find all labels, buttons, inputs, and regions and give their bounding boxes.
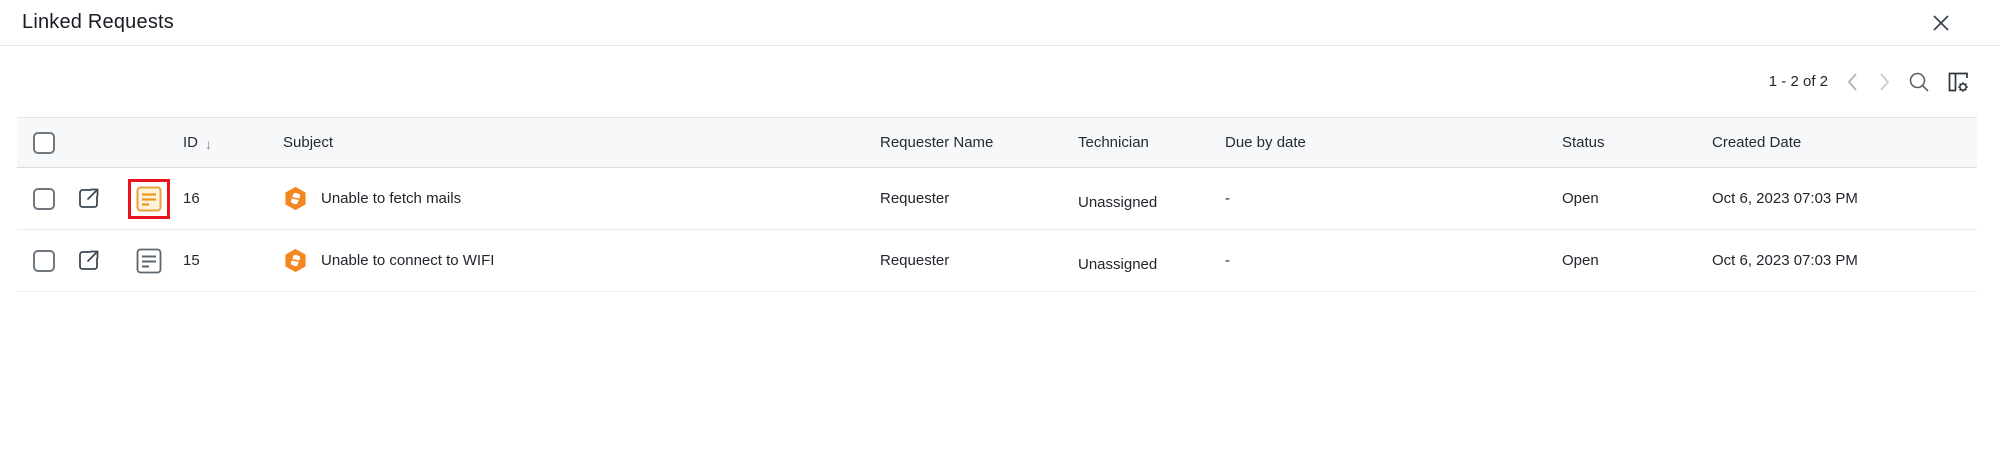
table-row: 15 Unable to connect to WIFI Requester U… (17, 230, 1977, 292)
modal-titlebar: Linked Requests (0, 0, 2000, 46)
request-id: 15 (183, 252, 200, 269)
table-toolbar: 1 - 2 of 2 (0, 46, 2000, 117)
due-by-date: - (1225, 252, 1230, 269)
request-hexagon-icon (285, 248, 306, 273)
row-checkbox[interactable] (33, 249, 55, 272)
document-icon[interactable] (136, 248, 162, 274)
column-header-requester[interactable]: Requester Name (880, 134, 994, 151)
close-icon[interactable] (1928, 10, 1954, 36)
sort-desc-icon[interactable]: ↓ (205, 135, 212, 152)
column-header-technician[interactable]: Technician (1078, 134, 1149, 151)
status-value: Open (1562, 190, 1599, 207)
pagination-range: 1 - 2 of 2 (1768, 73, 1828, 90)
status-value: Open (1562, 252, 1599, 269)
requester-name: Requester (880, 252, 950, 269)
chevron-left-icon[interactable] (1845, 71, 1861, 93)
requester-name: Requester (880, 190, 950, 207)
column-header-subject[interactable]: Subject (283, 134, 334, 151)
row-checkbox[interactable] (33, 187, 55, 210)
request-subject-link[interactable]: Unable to connect to WIFI (321, 252, 495, 269)
highlight-box (128, 178, 170, 219)
request-subject-link[interactable]: Unable to fetch mails (321, 190, 462, 207)
due-by-date: - (1225, 190, 1230, 207)
column-settings-icon[interactable] (1946, 70, 1970, 94)
column-header-id[interactable]: ID ↓ (183, 134, 212, 152)
linked-requests-table: ID ↓ Subject Requester Name Technician D… (17, 117, 1977, 292)
document-icon[interactable] (136, 186, 162, 212)
highlight-box (128, 241, 170, 281)
created-date: Oct 6, 2023 07:03 PM (1712, 190, 1858, 207)
page-title: Linked Requests (22, 11, 174, 33)
external-link-icon[interactable] (59, 247, 112, 274)
select-all-checkbox[interactable] (33, 131, 55, 154)
technician-value[interactable]: Unassigned (1078, 256, 1158, 273)
table-row: 16 Unable to fetch mails Requester Unass… (17, 168, 1977, 230)
chevron-right-icon[interactable] (1876, 71, 1892, 93)
request-id: 16 (183, 190, 200, 207)
column-header-due[interactable]: Due by date (1225, 134, 1306, 151)
technician-value[interactable]: Unassigned (1078, 194, 1158, 211)
external-link-icon[interactable] (59, 185, 112, 212)
created-date: Oct 6, 2023 07:03 PM (1712, 252, 1858, 269)
request-hexagon-icon (285, 186, 306, 211)
table-header-row: ID ↓ Subject Requester Name Technician D… (17, 117, 1977, 168)
search-icon[interactable] (1907, 70, 1931, 94)
column-header-status[interactable]: Status (1562, 134, 1605, 151)
column-header-created[interactable]: Created Date (1712, 134, 1802, 151)
